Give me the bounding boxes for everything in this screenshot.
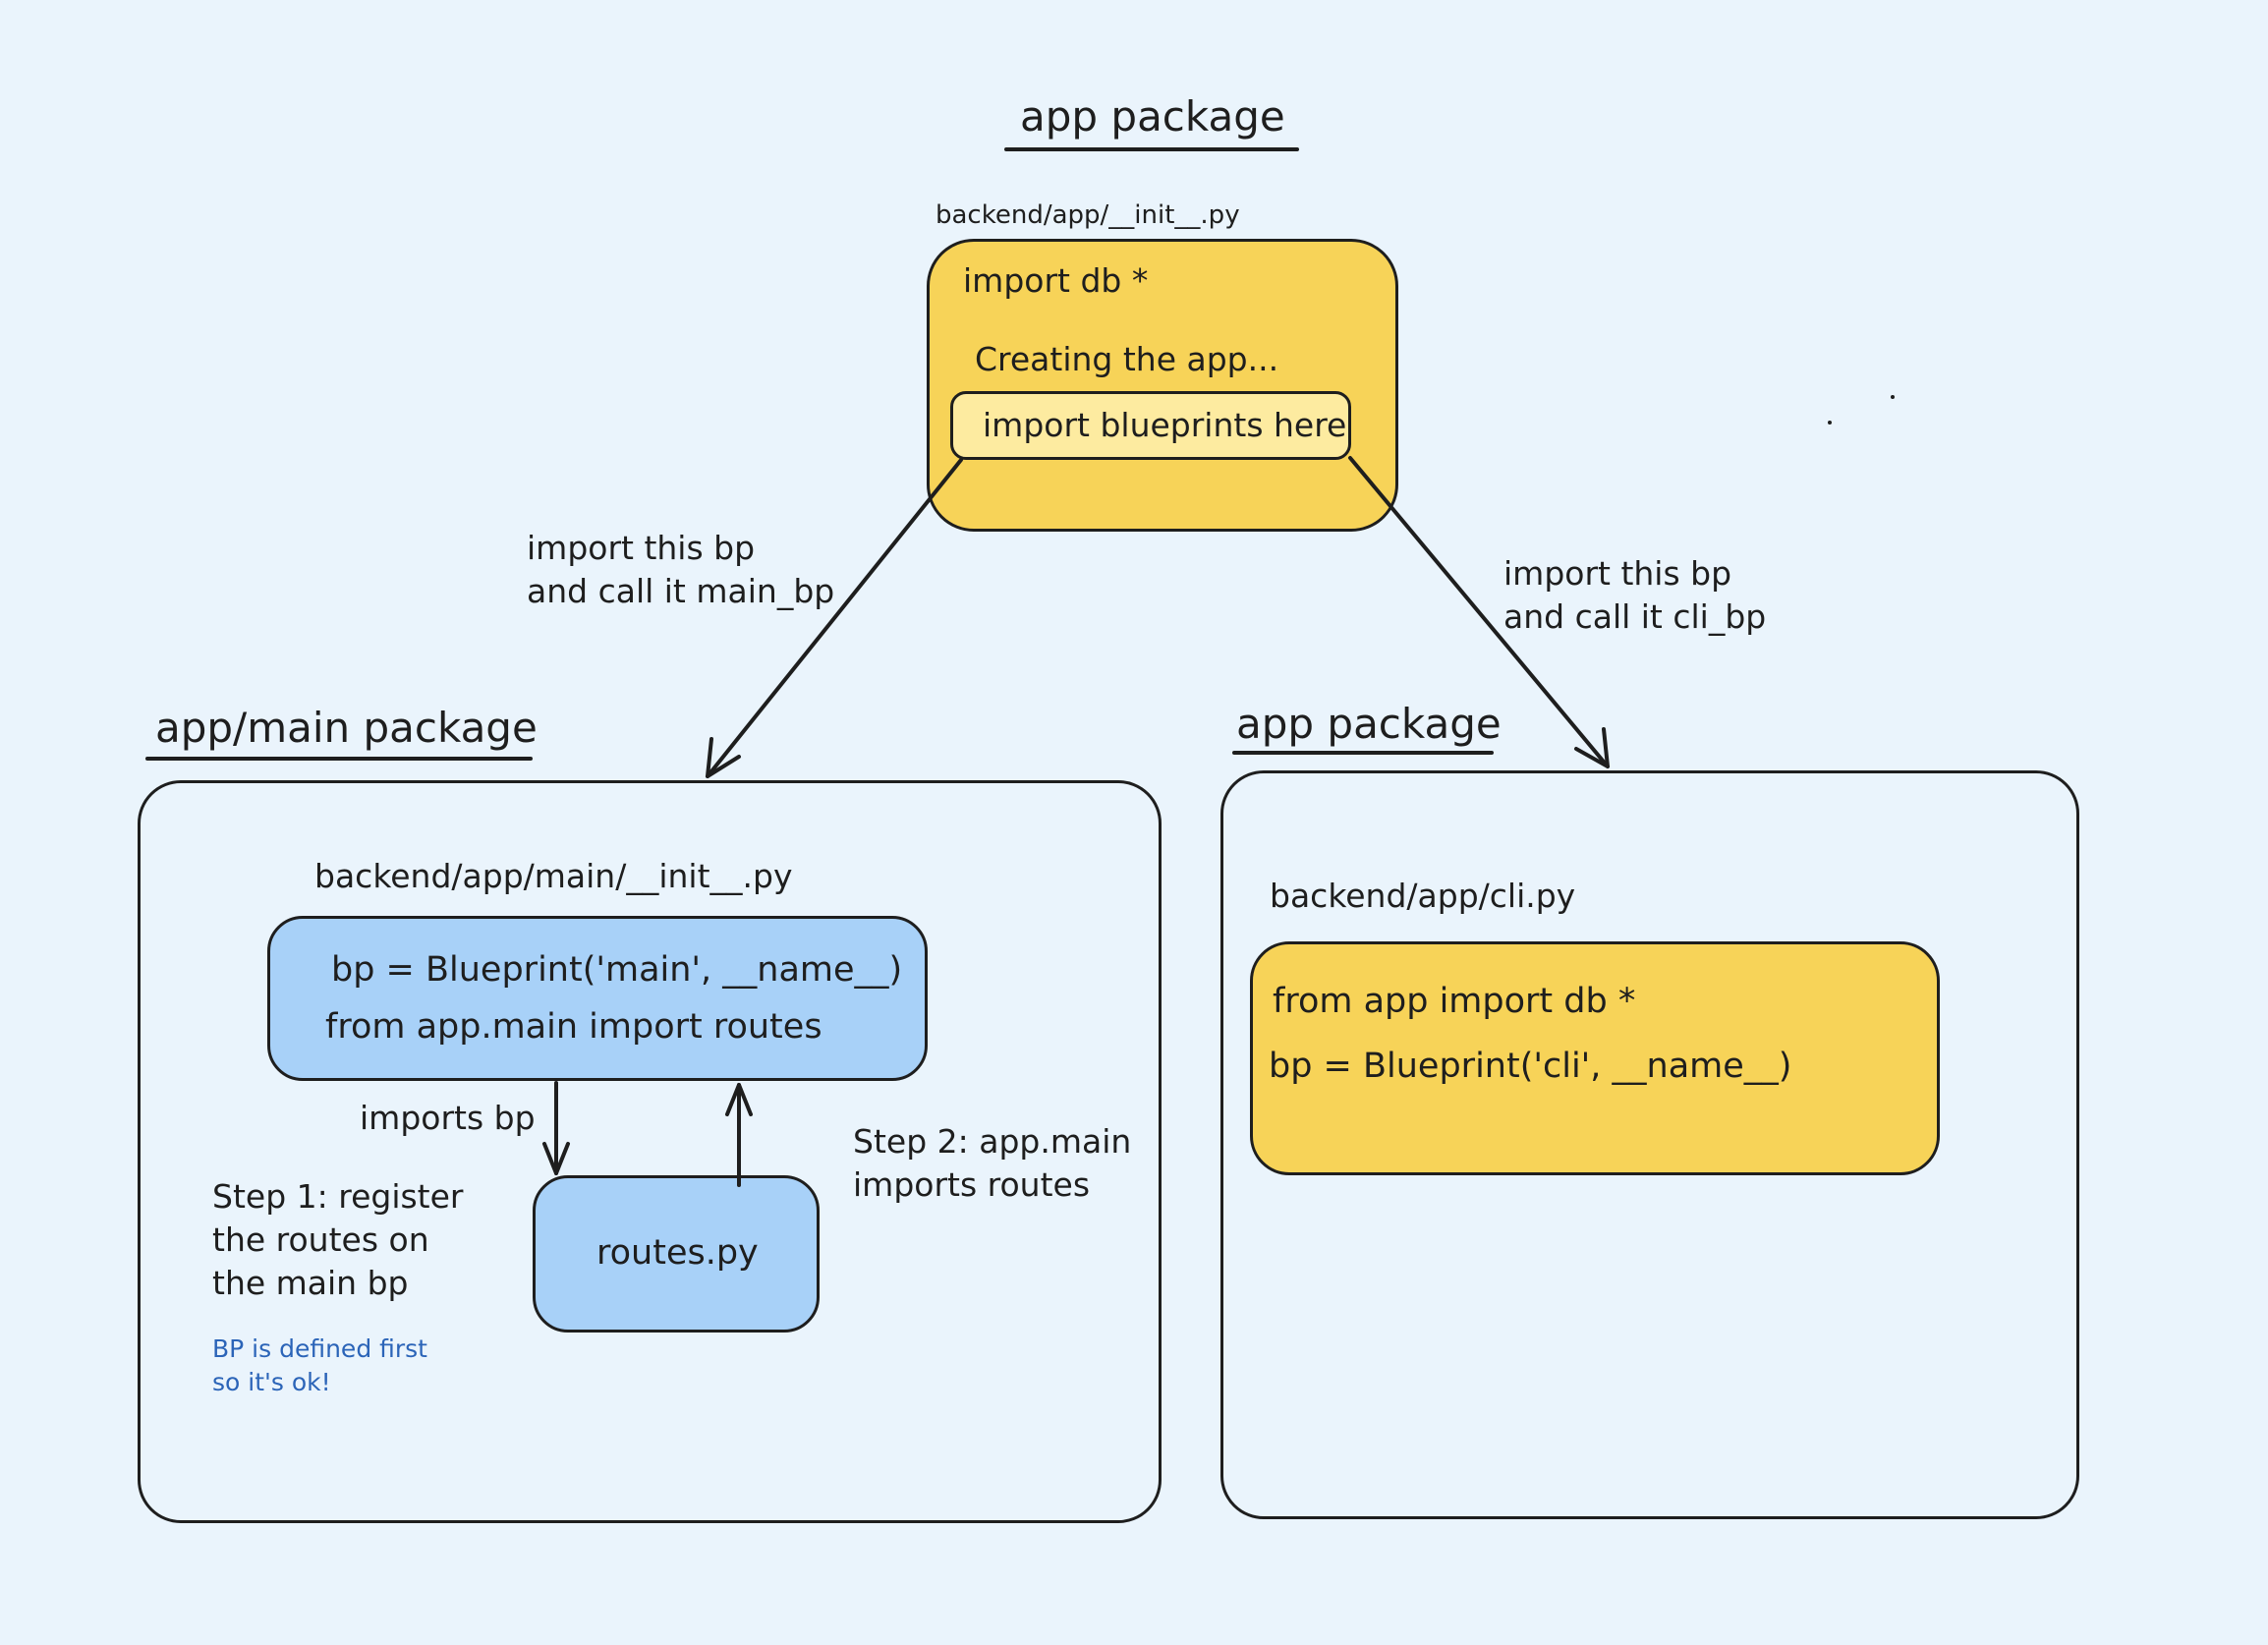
step1-line1: Step 1: register bbox=[212, 1177, 464, 1216]
stray-dot-1 bbox=[1891, 395, 1895, 399]
note-line1: BP is defined first bbox=[212, 1334, 427, 1363]
step2-line2: imports routes bbox=[853, 1165, 1091, 1204]
stray-dot-2 bbox=[1828, 421, 1832, 425]
arrow-to-main-package bbox=[706, 458, 963, 778]
arrowhead-imports-bp bbox=[542, 1142, 570, 1175]
arrowhead-to-main-package bbox=[706, 737, 741, 778]
step1-line3: the main bp bbox=[212, 1264, 409, 1302]
left-arrow-label-line2: and call it main_bp bbox=[527, 572, 835, 610]
main-pkg-heading-underline bbox=[145, 757, 533, 761]
routes-box[interactable]: routes.py bbox=[533, 1175, 820, 1333]
main-package-container bbox=[138, 780, 1162, 1523]
top-heading-underline bbox=[1004, 147, 1299, 151]
app-init-box[interactable]: import db * Creating the app... import b… bbox=[927, 239, 1398, 532]
note-line2: so it's ok! bbox=[212, 1368, 331, 1396]
main-init-code-line1: bp = Blueprint('main', __name__) bbox=[331, 950, 903, 990]
main-init-code-line2: from app.main import routes bbox=[325, 1007, 822, 1047]
import-blueprints-box[interactable]: import blueprints here bbox=[950, 391, 1351, 460]
cli-pkg-heading: app package bbox=[1236, 700, 1502, 748]
cli-box[interactable]: from app import db * bp = Blueprint('cli… bbox=[1250, 941, 1940, 1175]
right-arrow-label-line1: import this bp bbox=[1503, 554, 1732, 593]
top-file-label: backend/app/__init__.py bbox=[936, 200, 1240, 230]
main-init-box[interactable]: bp = Blueprint('main', __name__) from ap… bbox=[267, 916, 928, 1081]
imports-bp-label: imports bp bbox=[360, 1099, 536, 1137]
top-heading: app package bbox=[1020, 92, 1285, 141]
arrowhead-imports-routes bbox=[725, 1083, 753, 1116]
arrowhead-to-cli-package bbox=[1574, 727, 1610, 768]
cli-code-line1: from app import db * bbox=[1273, 982, 1636, 1021]
right-arrow-label-line2: and call it cli_bp bbox=[1503, 597, 1767, 636]
app-init-line1: import db * bbox=[963, 261, 1149, 300]
arrow-to-cli-package bbox=[1348, 456, 1610, 768]
cli-package-container bbox=[1220, 770, 2079, 1519]
import-blueprints-label: import blueprints here bbox=[983, 406, 1347, 444]
left-arrow-label-line1: import this bp bbox=[527, 529, 756, 567]
step1-line2: the routes on bbox=[212, 1220, 429, 1259]
app-init-line2: Creating the app... bbox=[975, 340, 1279, 378]
cli-file-label: backend/app/cli.py bbox=[1270, 877, 1576, 915]
cli-pkg-heading-underline bbox=[1232, 751, 1494, 755]
step2-line1: Step 2: app.main bbox=[853, 1122, 1132, 1161]
main-file-label: backend/app/main/__init__.py bbox=[314, 857, 793, 895]
routes-box-label: routes.py bbox=[596, 1233, 759, 1273]
cli-code-line2: bp = Blueprint('cli', __name__) bbox=[1269, 1047, 1792, 1086]
main-pkg-heading: app/main package bbox=[155, 704, 538, 752]
